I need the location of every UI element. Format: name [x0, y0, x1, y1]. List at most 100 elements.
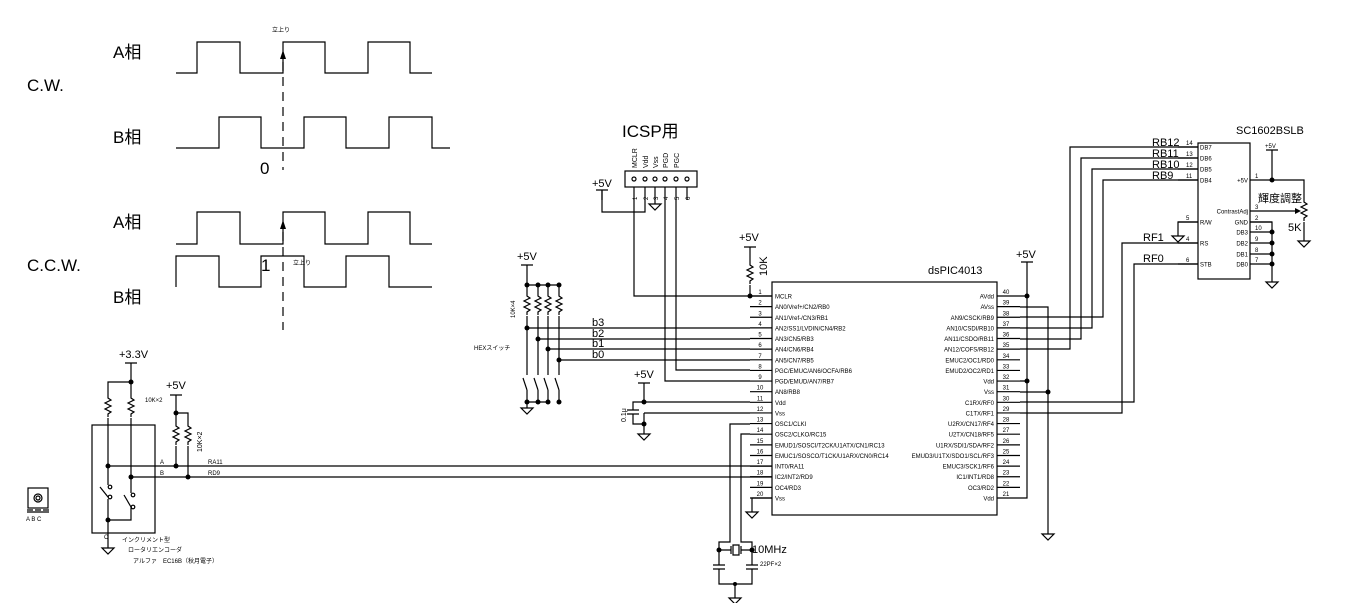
mcu-name: dsPIC4013: [928, 265, 982, 277]
mcu-pin-number: 34: [1003, 354, 1010, 360]
mcu-pin-label: AN4/CN6/RB4: [775, 348, 814, 354]
junction: [545, 282, 551, 288]
mcu-pin-label: EMUC2/OC1/RD0: [945, 358, 994, 364]
cw-phase-a-label: A相: [113, 43, 141, 62]
junction: [556, 357, 562, 363]
mcu-pin-label: AN9/CSCK/RB9: [951, 316, 995, 322]
icsp-pin-number: 1: [633, 196, 639, 200]
lcd-pin-label: GND: [1235, 221, 1249, 227]
mcu-pin-label: C1RX/RF0: [965, 401, 995, 407]
net-label: RB12: [1152, 137, 1180, 149]
mcu-pin-label: IC1/INT1/RD8: [956, 475, 994, 481]
vcc-label: +5V: [634, 369, 655, 381]
net-label: RF1: [1143, 232, 1164, 244]
junction: [556, 399, 562, 405]
bit-label: b0: [592, 349, 604, 361]
mcu-pin-number: 39: [1003, 301, 1010, 307]
ccw-phase-b-wave: [175, 255, 432, 288]
lcd-pin-number: 14: [1186, 141, 1193, 147]
mcu-pin-label: EMUD2/OC2/RD1: [945, 369, 994, 375]
mcu-pin-number: 8: [758, 364, 762, 370]
mcu-pin-number: 10: [757, 386, 764, 392]
cw-phase-b-label: B相: [113, 128, 141, 147]
mcu-pin-label: AN8/RB8: [775, 390, 801, 396]
junction: [535, 282, 541, 288]
icsp-pin-label: Vss: [653, 156, 660, 168]
arrow-up-icon: [280, 220, 286, 229]
mcu-pin-number: 12: [757, 407, 764, 413]
lcd-pin-label: DB0: [1236, 263, 1248, 269]
ccw-phase-a-wave: [176, 211, 432, 245]
vcc-label: +5V: [166, 380, 187, 392]
pot-label: 5K: [1288, 222, 1302, 234]
mcu-pin-label: AN11/CSDO/RB11: [944, 337, 994, 343]
hex-resistor-label: 10K×4: [511, 300, 517, 318]
terminal-b-label: B: [160, 471, 164, 477]
mcu-pin-label: AN1/Vref-/CN3/RB1: [775, 316, 829, 322]
vcc-label: +5V: [1016, 249, 1037, 261]
mcu-pin-label: AN5/CN7/RB5: [775, 358, 814, 364]
mcu-pin-label: AN0/Vref+/CN2/RB0: [775, 305, 830, 311]
net-label: RB10: [1152, 159, 1180, 171]
mcu-pin-number: 26: [1003, 439, 1010, 445]
icsp-pin: [642, 176, 648, 182]
rotary-encoder: +3.3V +5V 10K×2 10K×2 A B RA11 RD9 C インク…: [26, 349, 772, 565]
mcu-pin-number: 23: [1003, 471, 1010, 477]
cap-label: 0.1μ: [621, 408, 628, 422]
mcu-pin-label: OSC2/CLKO/RC15: [775, 433, 827, 439]
hex-switch-bit: [522, 316, 750, 402]
mcu-pin-number: 31: [1003, 386, 1010, 392]
mcu-pin-number: 35: [1003, 343, 1010, 349]
icsp-pin: [684, 176, 690, 182]
vcc-label: +5V: [592, 178, 613, 190]
lcd-pin-number: 11: [1186, 174, 1193, 180]
hex-switch-bit: [543, 316, 750, 402]
lcd-pin-number: 9: [1255, 237, 1259, 243]
mcu-pin-number: 18: [757, 471, 764, 477]
mcu-pin-label: Vss: [984, 390, 994, 396]
lcd-pin-label: ContrastAdj: [1217, 210, 1248, 216]
mcu-pin-number: 33: [1003, 364, 1010, 370]
net-label: RB9: [1152, 170, 1173, 182]
mcu-dspic4013: dsPIC4013 1MCLR2AN0/Vref+/CN2/RB03AN1/Vr…: [750, 265, 1020, 516]
net-rd9-label: RD9: [208, 471, 221, 477]
mcu-pin-label: Vdd: [983, 380, 994, 386]
lcd-pin-number: 12: [1186, 163, 1193, 169]
lcd-pin-number: 3: [1255, 205, 1259, 211]
mcu-pin-number: 40: [1003, 290, 1010, 296]
arrow-up-icon: [280, 50, 286, 59]
lcd-pin-label: DB5: [1200, 168, 1212, 174]
encoder-part-icon: A B C: [26, 487, 49, 523]
mcu-pin-label: OSC1/CLKI: [775, 422, 807, 428]
mcu-pin-number: 17: [757, 460, 764, 466]
mcu-pin-number: 9: [758, 375, 762, 381]
lcd-pin-label: DB3: [1236, 231, 1248, 237]
mcu-pin-number: 36: [1003, 333, 1010, 339]
mcu-pin-number: 27: [1003, 428, 1010, 434]
net-ra11-label: RA11: [208, 460, 223, 466]
lcd-pin-number: 2: [1255, 216, 1259, 222]
net-label: RF0: [1143, 253, 1164, 265]
icsp-pin-label: Vdd: [643, 155, 650, 168]
lcd-pin-label: DB7: [1200, 146, 1212, 152]
lcd-pin-label: RS: [1200, 242, 1208, 248]
bit-label: b2: [592, 328, 604, 340]
mcu-pin-number: 19: [757, 481, 764, 487]
mcu-pin-label: AVdd: [980, 295, 994, 301]
mcu-pin-number: 4: [758, 322, 762, 328]
terminal-a-label: A: [160, 460, 164, 466]
crystal-freq-label: 10MHz: [752, 544, 787, 556]
lcd-pin-number: 7: [1255, 258, 1259, 264]
mcu-pin-number: 1: [758, 290, 762, 296]
mcu-pin-number: 6: [758, 343, 762, 349]
mcu-pin-label: U1RX/SDI1/SDA/RF2: [936, 443, 995, 449]
icsp-pin-number: 6: [686, 196, 692, 200]
encoder-desc-3: アルファ EC16B（秋月電子）: [133, 557, 218, 565]
mcu-pin-number: 22: [1003, 481, 1010, 487]
mclr-resistor-label: 10K: [758, 256, 770, 276]
junction: [524, 282, 530, 288]
lcd-pin-label: +5V: [1237, 179, 1248, 185]
mcu-pin-label: AN10/CSDI/RB10: [946, 326, 994, 332]
encoder-res1-label: 10K×2: [145, 398, 163, 404]
